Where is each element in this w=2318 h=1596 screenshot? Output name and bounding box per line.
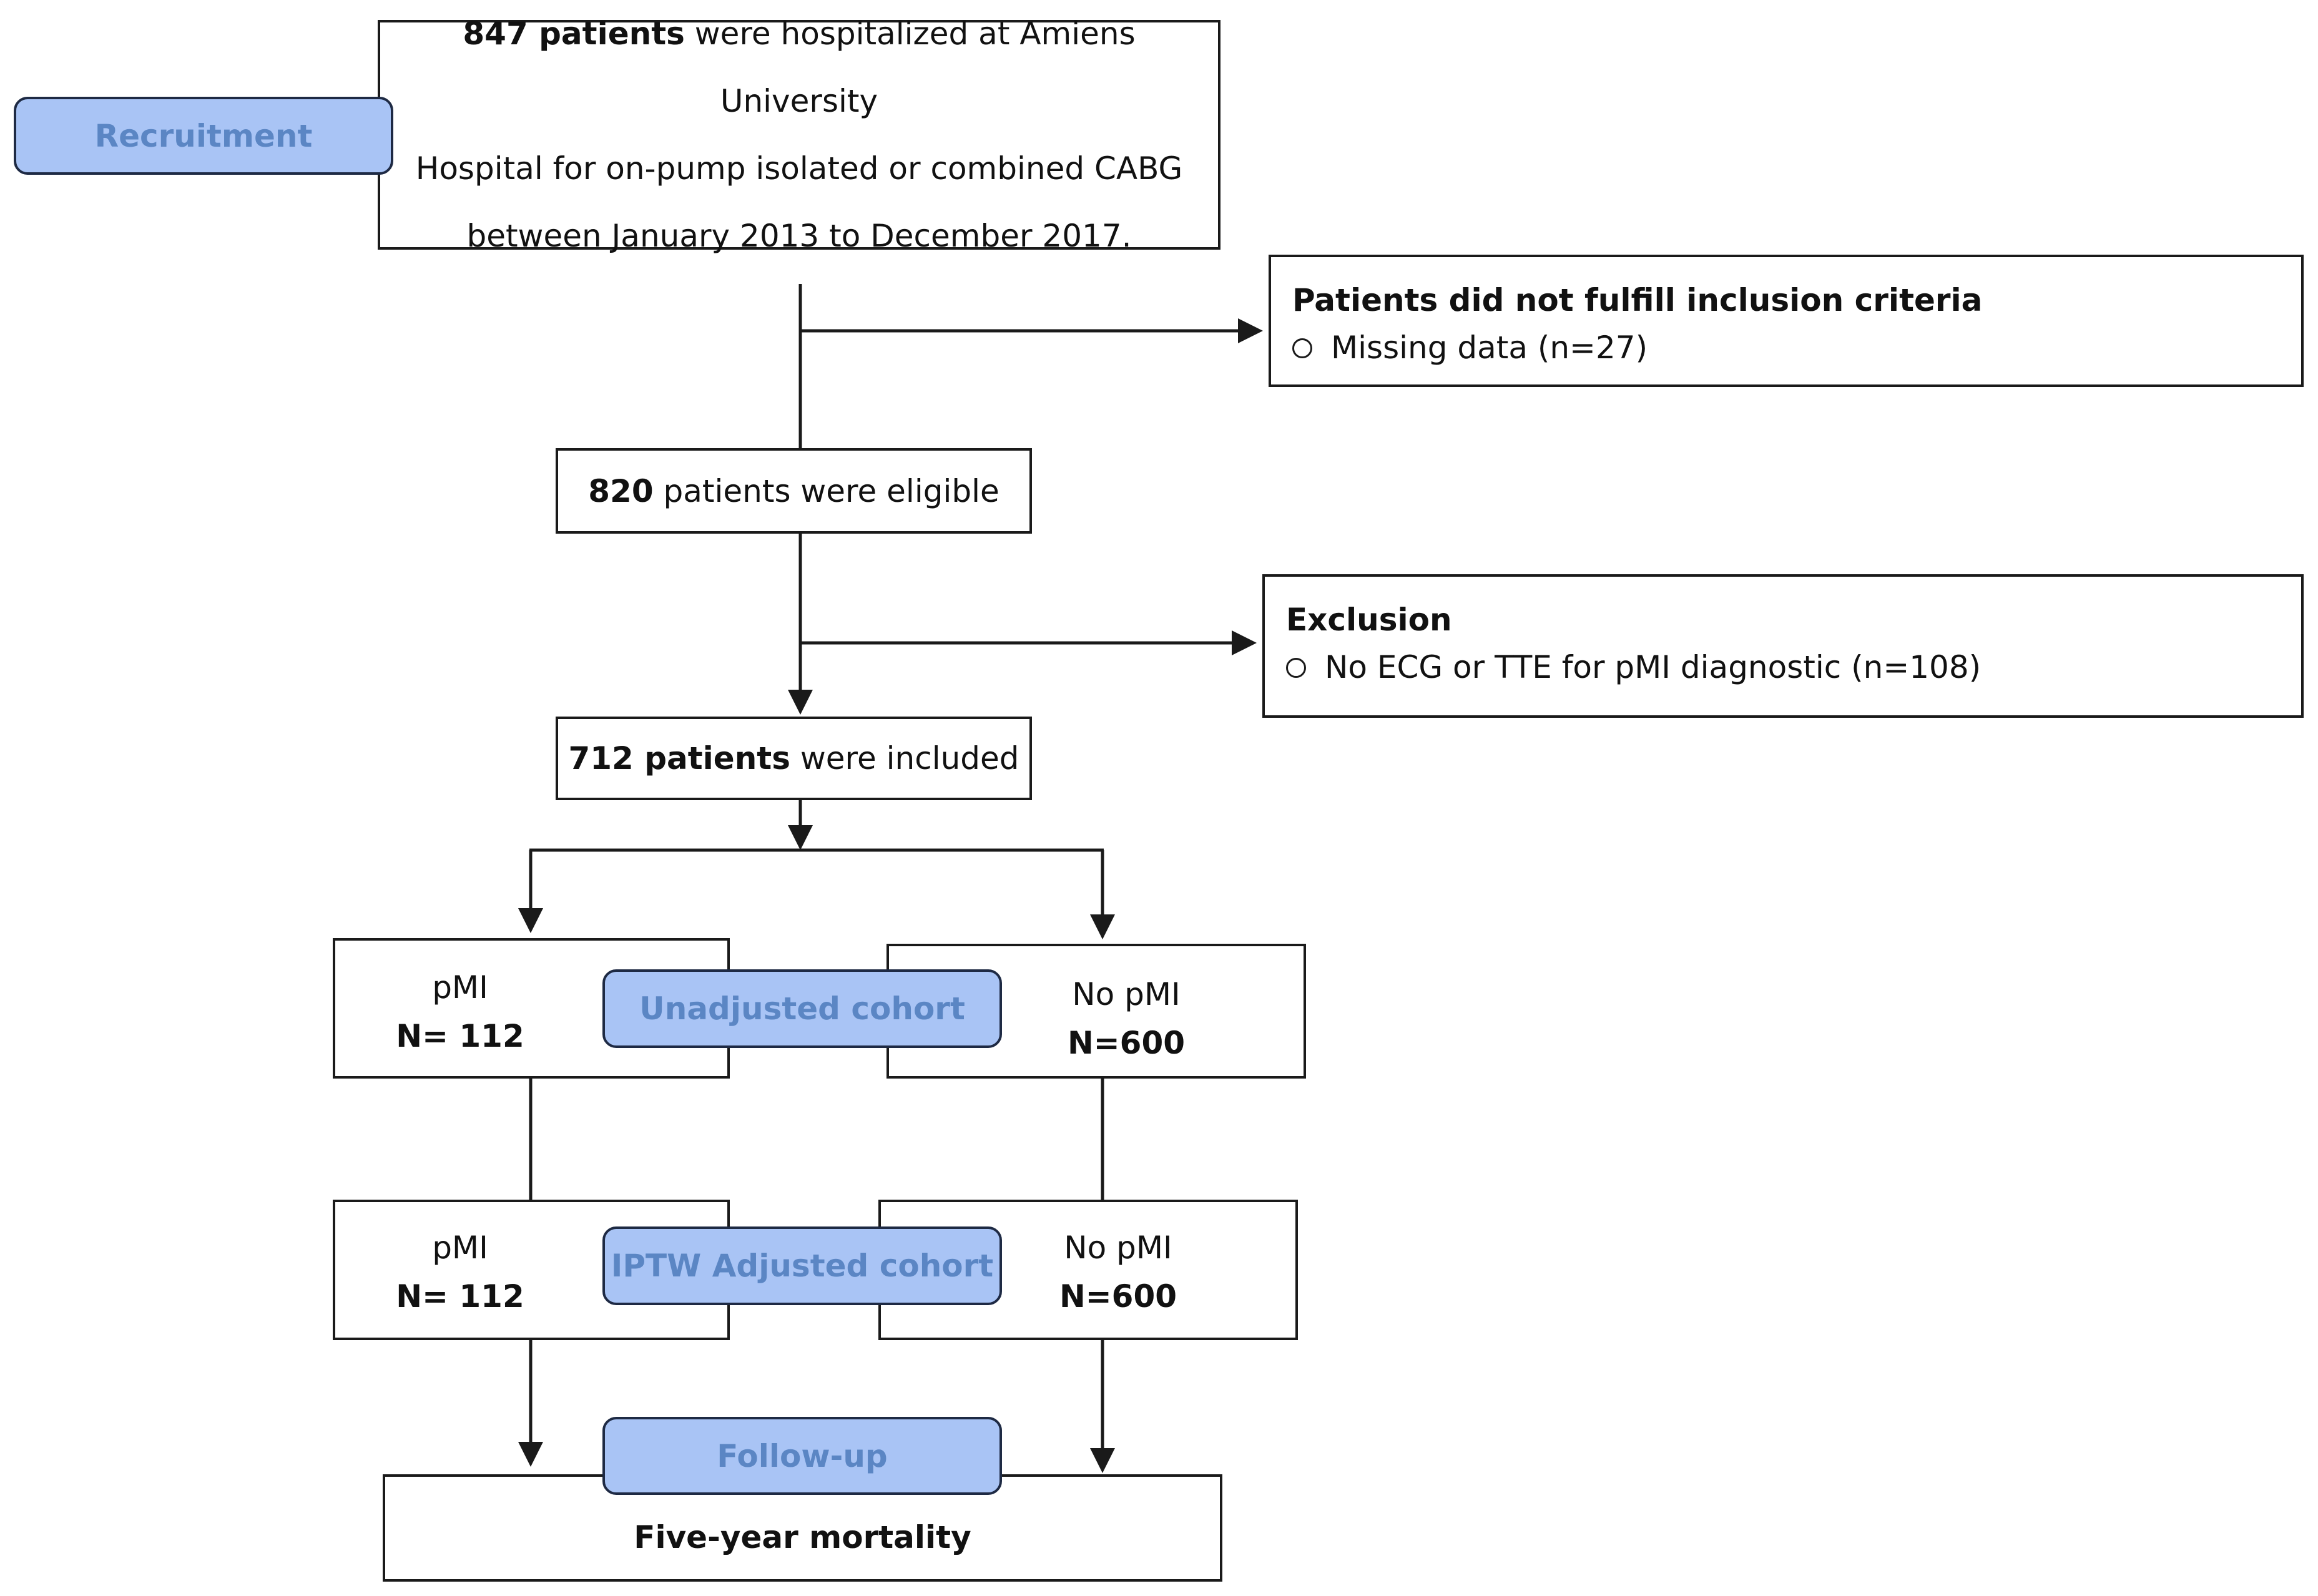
- eligible-count: 820: [588, 472, 654, 509]
- start-line-1-text: were hospitalized at Amiens University: [684, 16, 1136, 119]
- exclusion-box: Exclusion No ECG or TTE for pMI diagnost…: [1262, 574, 2304, 718]
- included-rest: were included: [790, 740, 1019, 776]
- start-line-3: between January 2013 to December 2017.: [466, 218, 1132, 254]
- exclusion-item-text: No ECG or TTE for pMI diagnostic (n=108): [1325, 649, 1982, 685]
- unadjusted-nopmi-n: N=600: [1067, 1025, 1186, 1061]
- adjusted-pmi-box: pMI N= 112: [333, 1200, 730, 1340]
- inclusion-fail-heading: Patients did not fulfill inclusion crite…: [1292, 282, 1983, 318]
- included-count: 712 patients: [568, 740, 790, 776]
- inclusion-fail-item: Missing data (n=27): [1292, 330, 2301, 366]
- adjusted-pmi-labels: pMI N= 112: [335, 1223, 585, 1321]
- exclusion-item: No ECG or TTE for pMI diagnostic (n=108): [1286, 649, 2301, 685]
- start-line-1: 847 patients were hospitalized at Amiens…: [380, 0, 1218, 135]
- included-text: 712 patients were included: [568, 740, 1019, 776]
- start-line-2: Hospital for on-pump isolated or combine…: [415, 150, 1183, 187]
- unadjusted-pmi-name: pMI: [432, 969, 488, 1006]
- start-box: 847 patients were hospitalized at Amiens…: [378, 16, 1220, 254]
- adjusted-cohort-label: IPTW Adjusted cohort: [602, 1226, 1002, 1305]
- adjusted-nopmi-labels: No pMI N=600: [993, 1223, 1243, 1321]
- bullet-icon: [1292, 338, 1312, 358]
- inclusion-fail-item-text: Missing data (n=27): [1331, 330, 1648, 366]
- inclusion-fail-box: Patients did not fulfill inclusion crite…: [1269, 255, 2304, 387]
- followup-label: Follow-up: [602, 1417, 1002, 1495]
- start-count: 847 patients: [463, 16, 685, 52]
- unadjusted-nopmi-labels: No pMI N=600: [1001, 970, 1251, 1067]
- outcome-text: Five-year mortality: [634, 1519, 971, 1555]
- unadjusted-pmi-n: N= 112: [396, 1018, 524, 1054]
- adjusted-pmi-n: N= 112: [396, 1278, 524, 1314]
- unadjusted-cohort-label: Unadjusted cohort: [602, 969, 1002, 1048]
- unadjusted-nopmi-name: No pMI: [1072, 976, 1181, 1012]
- adjusted-nopmi-name: No pMI: [1064, 1230, 1172, 1266]
- eligible-text: 820 patients were eligible: [588, 473, 999, 509]
- recruitment-label: Recruitment: [14, 97, 393, 175]
- adjusted-nopmi-n: N=600: [1059, 1278, 1177, 1314]
- exclusion-heading: Exclusion: [1286, 602, 1452, 638]
- eligible-box: 820 patients were eligible: [556, 448, 1032, 534]
- included-box: 712 patients were included: [556, 717, 1032, 800]
- adjusted-pmi-name: pMI: [432, 1230, 488, 1266]
- bullet-icon: [1286, 657, 1306, 678]
- unadjusted-pmi-labels: pMI N= 112: [335, 963, 585, 1060]
- eligible-rest: patients were eligible: [653, 472, 999, 509]
